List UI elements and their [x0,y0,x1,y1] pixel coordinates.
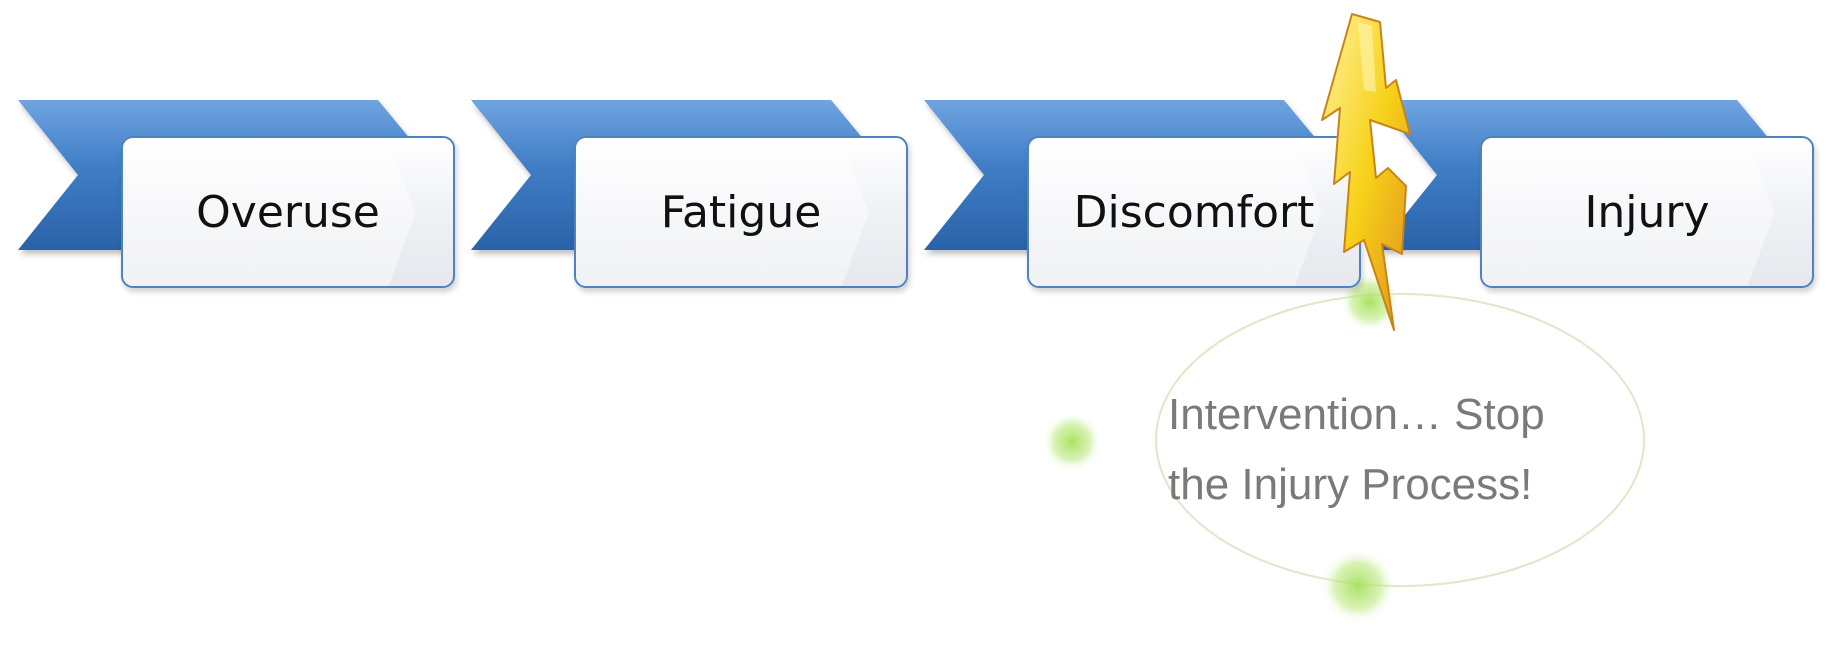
stage-label: Overuse [196,186,380,238]
stage-box-overuse: Overuse [121,136,455,288]
stage-label: Discomfort [1073,186,1315,238]
box-arrow-watermark [1482,138,1775,286]
stage-label: Injury [1584,186,1710,238]
stage-box-fatigue: Fatigue [574,136,908,288]
stage-box-discomfort: Discomfort [1027,136,1361,288]
callout-line-1: Intervention… Stop [1168,390,1545,439]
green-glow-dot [1042,412,1102,472]
stage-label: Fatigue [660,186,822,238]
lightning-bolt-icon [1321,13,1411,331]
box-arrow-watermark [1029,138,1322,286]
callout-text: Intervention… Stop the Injury Process! [1168,380,1638,520]
box-arrow-watermark [576,138,869,286]
green-glow-dot [1320,548,1396,624]
callout-ellipse [1155,293,1645,587]
stage-box-injury: Injury [1480,136,1814,288]
callout-line-2: the Injury Process! [1168,460,1533,509]
box-arrow-watermark [123,138,416,286]
